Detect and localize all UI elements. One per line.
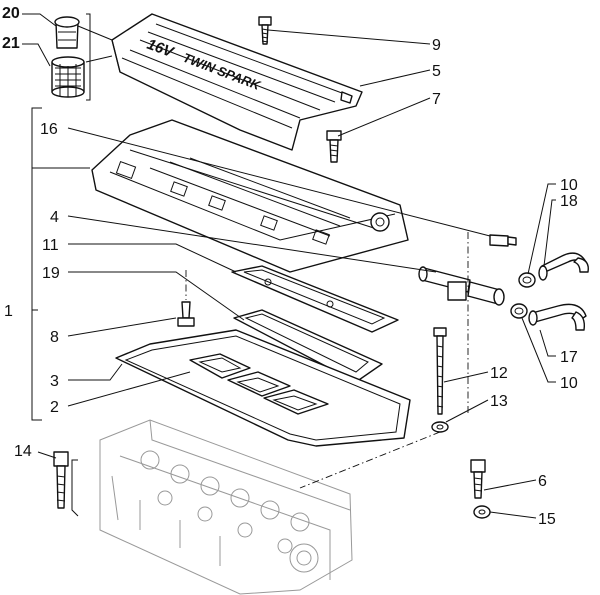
part-19-gasket	[233, 309, 383, 383]
part-6-bolt	[470, 459, 486, 499]
assembly-bracket-20-21	[86, 13, 91, 101]
part-16-valve-cover	[91, 119, 409, 273]
callout-2: 2	[50, 399, 59, 416]
part-5-top-cover: 16V TWIN SPARK	[111, 13, 363, 151]
part-11-gasket	[231, 265, 399, 333]
part-16-bolt	[489, 234, 517, 247]
callout-3: 3	[50, 373, 59, 390]
part-14-head-bolt	[53, 451, 69, 509]
callout-1: 1	[4, 303, 13, 320]
callout-11: 11	[42, 237, 59, 254]
part-13-washer	[431, 421, 449, 433]
callout-7: 7	[432, 91, 441, 108]
part-4-breather-fitting	[418, 266, 505, 306]
callout-13: 13	[490, 393, 508, 410]
callout-5: 5	[432, 63, 441, 80]
callout-16: 16	[40, 121, 58, 138]
callout-19: 19	[42, 265, 60, 282]
part-17-hose	[528, 303, 587, 331]
leader-lines	[22, 13, 556, 519]
callout-12: 12	[490, 365, 508, 382]
part-9-cover-screw	[258, 16, 272, 45]
callout-8: 8	[50, 329, 59, 346]
callout-4: 4	[50, 209, 59, 226]
callout-15: 15	[538, 511, 556, 528]
callout-21: 21	[2, 35, 20, 52]
part-10-clip-upper	[518, 272, 536, 288]
assembly-bracket-1	[31, 107, 90, 421]
cylinder-head	[99, 419, 353, 595]
part-21-breather-filter	[51, 56, 85, 98]
callout-10-upper: 10	[560, 177, 578, 194]
part-15-nut	[473, 505, 491, 519]
callout-20: 20	[2, 5, 20, 22]
callout-9: 9	[432, 37, 441, 54]
part-20-filler-cap	[54, 16, 80, 49]
callout-10-lower: 10	[560, 375, 578, 392]
alignment-lines	[185, 232, 469, 489]
part-18-hose	[538, 252, 589, 281]
callout-18: 18	[560, 193, 578, 210]
callout-labels: 20 21 9 5 7 16 10 18 4 11 19 1 8 17 10 3…	[2, 5, 578, 528]
part-7-bolt	[326, 130, 342, 163]
callout-6: 6	[538, 473, 547, 490]
assembly-bracket-14	[71, 459, 79, 517]
callout-14: 14	[14, 443, 32, 460]
part-10-clip-lower	[510, 303, 528, 319]
part-2-plug-seals	[189, 353, 329, 415]
part-12-stud	[433, 327, 447, 415]
part-8-screw	[177, 301, 195, 327]
callout-17: 17	[560, 349, 578, 366]
